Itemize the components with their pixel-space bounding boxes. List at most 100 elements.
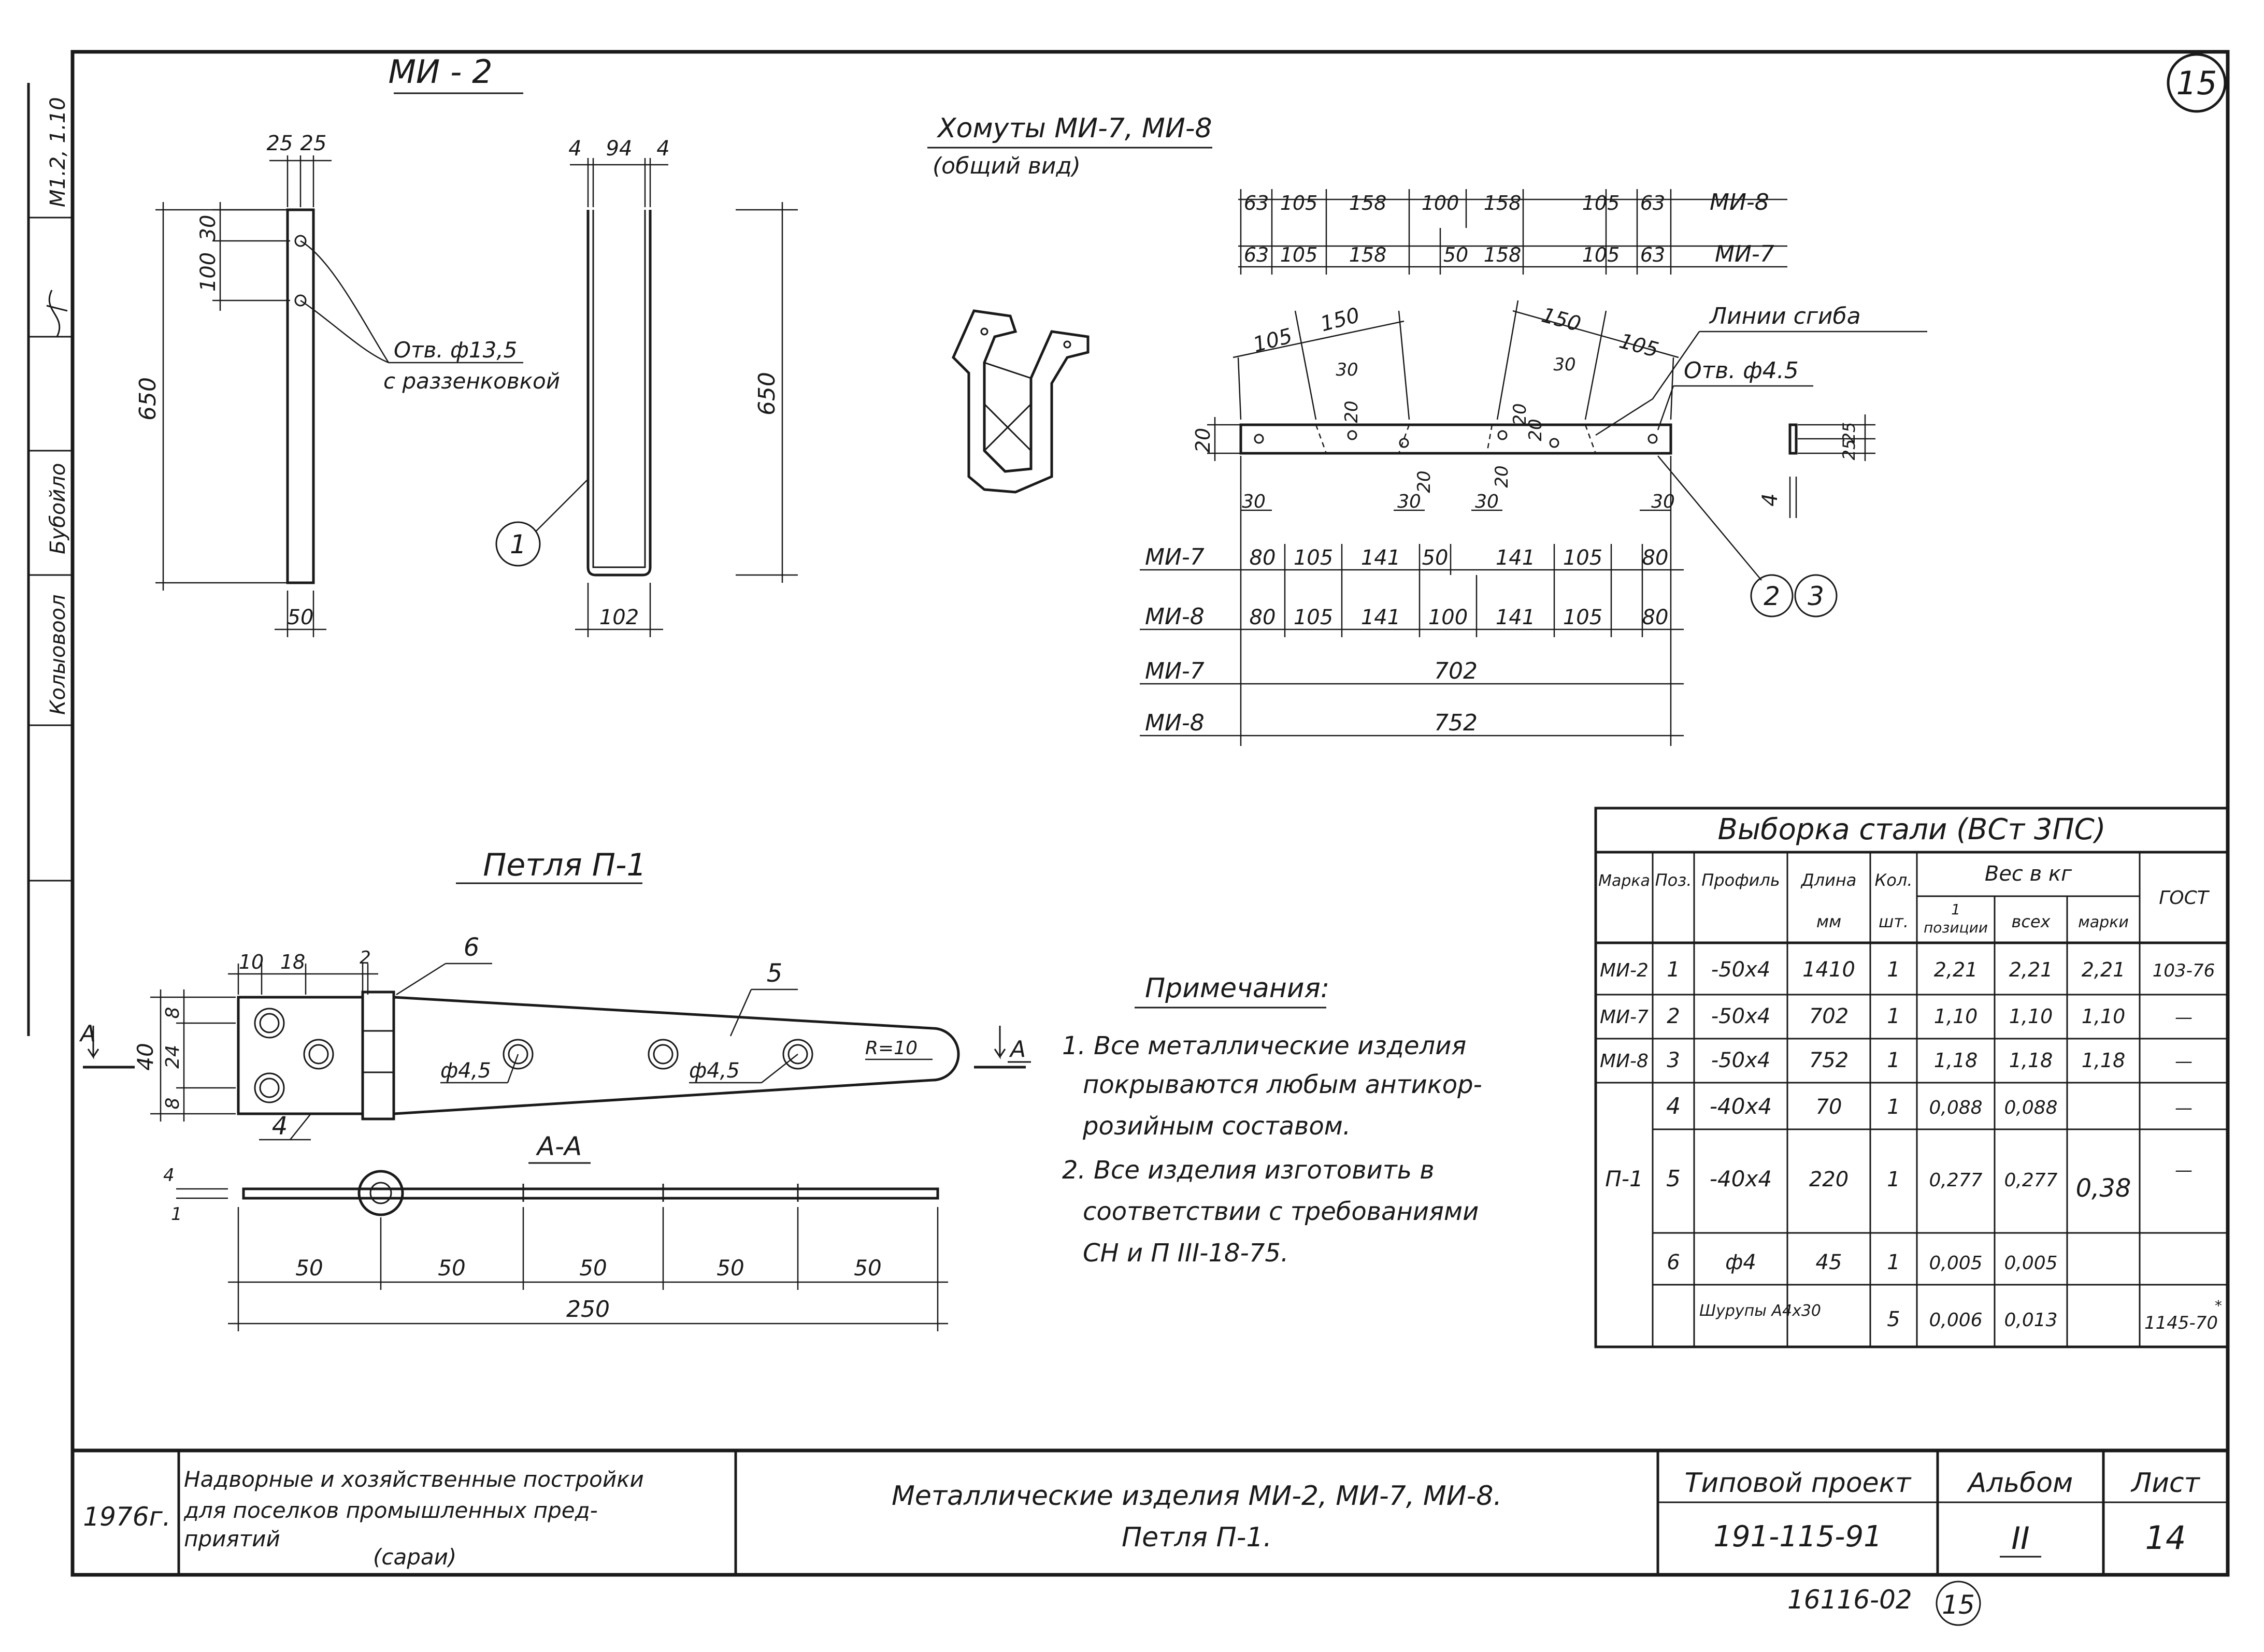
clamp-small-dim-20c: 20 [1492,465,1512,487]
r5-w1: 0,005 [1929,1253,1982,1274]
r4-wall: 0,277 [2004,1170,2057,1191]
mi7-top-dim-7: 63 [1640,243,1665,266]
mi7-row-7: 80 [1642,546,1669,570]
footer-archive-no: 16116-02 [1787,1585,1912,1615]
r3-wall: 0,088 [2004,1097,2057,1118]
clamp-30-c: 30 [1475,491,1499,512]
clamp-bottom-dims: МИ-7 МИ-8 МИ-7 МИ-8 80 105 141 50 141 10… [1140,456,1684,746]
mi7-row-1: 80 [1250,546,1276,570]
r3-qty: 1 [1887,1095,1900,1119]
mi8-top-dim-7: 63 [1640,192,1665,214]
th-w-mark: марки [2078,913,2129,931]
clamps-title: Хомуты МИ-7, МИ-8 [936,113,1212,144]
footer: 16116-02 15 [1787,1581,1981,1626]
loop-dim-50-5: 50 [854,1255,881,1281]
r0-profile: -50х4 [1711,958,1770,982]
mi2-hole-label: Отв. ф13,5 [394,337,517,363]
r3-gost: — [2175,1098,2193,1118]
tb-object-l3: приятий [184,1526,280,1552]
mi2-dim-100: 100 [196,252,220,292]
mi7-row-2: 105 [1294,546,1333,570]
mi2-dim-30: 30 [196,215,220,241]
mi7-row-3: 141 [1361,546,1400,570]
loop-dim-50-3: 50 [579,1255,607,1281]
loop-dim-8a: 8 [162,1007,183,1019]
r2-wall: 1,18 [2009,1049,2053,1072]
r6-gost: 1145-70 [2144,1313,2218,1333]
mi8-top-dim-1: 63 [1244,192,1269,214]
mi7-row-4: 50 [1422,546,1449,570]
tb-drawing-l2: Петля П-1. [1122,1522,1272,1553]
mi7-row-5: 141 [1496,546,1535,570]
r1-gost: — [2175,1007,2193,1028]
clamp-section-small: 25 25 4 [1758,414,1875,518]
mi8-row-6: 105 [1563,606,1602,629]
loop-hole-a: ф4,5 [440,1059,491,1083]
clamp-30-b: 30 [1397,491,1421,512]
r5-profile: ф4 [1725,1251,1756,1274]
loop-radius: R=10 [865,1038,918,1059]
notes-line-1: 1. Все металлические изделия [1062,1031,1466,1060]
mi2-u-dim-102: 102 [599,606,639,629]
th-profile: Профиль [1701,870,1780,890]
r2-length: 752 [1809,1048,1849,1072]
sheet-number-text: 15 [2176,64,2217,102]
r6-w1: 0,006 [1929,1310,1982,1331]
mi7-top-label: МИ-7 [1715,241,1774,267]
mi8-row-2: 105 [1294,606,1333,629]
tb-drawing-l1: Металлические изделия МИ-2, МИ-7, МИ-8. [892,1481,1502,1512]
tb-sheet-label: Лист [2130,1468,2200,1499]
mi7-top-dim-6: 105 [1582,243,1620,266]
r6-qty: 5 [1887,1308,1900,1331]
r1-mark: МИ-7 [1600,1007,1649,1028]
total-mi7-label: МИ-7 [1145,658,1205,684]
mi7-top-dim-2: 105 [1280,243,1318,266]
mi8-top-label: МИ-8 [1710,189,1769,216]
mi8-row-4: 100 [1428,606,1468,629]
clamp-angle-dim-150b: 150 [1539,303,1584,336]
clamp-hole-label: Отв. ф4.5 [1684,357,1799,384]
th-w-all: всех [2011,912,2051,931]
th-qty-unit: шт. [1879,912,1909,931]
left-strip-name-2: Колыовоол [46,594,70,715]
r4-length: 220 [1809,1168,1849,1191]
clamp-sec-25a: 25 [1839,422,1859,443]
loop-dim-50-1: 50 [295,1255,323,1281]
r0-pos: 1 [1667,958,1680,982]
clamp-angle-dim-105a: 105 [1251,324,1295,357]
mi2-u-dim-94: 94 [606,137,633,161]
clamp-isometric-sketch [952,309,1090,494]
loop-section-mark-right: А [1009,1036,1026,1062]
mi8-row-5: 141 [1496,606,1535,629]
r0-w1: 2,21 [1934,958,1978,981]
r1-pos: 2 [1667,1004,1680,1028]
r5-pos: 6 [1667,1251,1680,1274]
r2-wmark: 1,18 [2082,1049,2126,1072]
tb-album-label: Альбом [1967,1468,2073,1499]
mi8-top-dim-5: 158 [1484,192,1522,214]
r3-length: 70 [1816,1095,1842,1119]
loop-pos-5: 5 [767,959,783,988]
notes-line-3: розийным составом. [1082,1112,1351,1141]
tb-project-label: Типовой проект [1685,1468,1912,1499]
loop-drawing: Петля П-1 10 18 2 8 24 8 [79,847,1031,1331]
mi8-top-dim-6: 105 [1582,192,1620,214]
left-strip-ref: М1.2, 1.10 [46,97,70,207]
r2-pos: 3 [1667,1048,1680,1072]
r0-gost: 103-76 [2153,960,2215,981]
r3-w1: 0,088 [1929,1097,1982,1118]
title-block: 1976г. Надворные и хозяйственные построй… [73,1448,2228,1575]
loop-section-mark-left: А [79,1021,96,1047]
r6-gost-sup: * [2215,1297,2222,1314]
total-mi8-label: МИ-8 [1145,710,1205,736]
mi7-top-dim-3: 158 [1349,243,1387,266]
mi8-top-dim-4: 100 [1422,192,1459,214]
mi2-u-dim-4b: 4 [656,137,669,161]
r3-profile: -40х4 [1710,1094,1772,1119]
mi2-u-dim-4a: 4 [568,137,581,161]
r1-wmark: 1,10 [2082,1005,2126,1028]
tb-album-no: II [2011,1520,2029,1557]
mi2-pos-1: 1 [510,529,526,559]
mi2-dim-650: 650 [135,377,161,421]
total-mi8: 752 [1434,710,1478,736]
